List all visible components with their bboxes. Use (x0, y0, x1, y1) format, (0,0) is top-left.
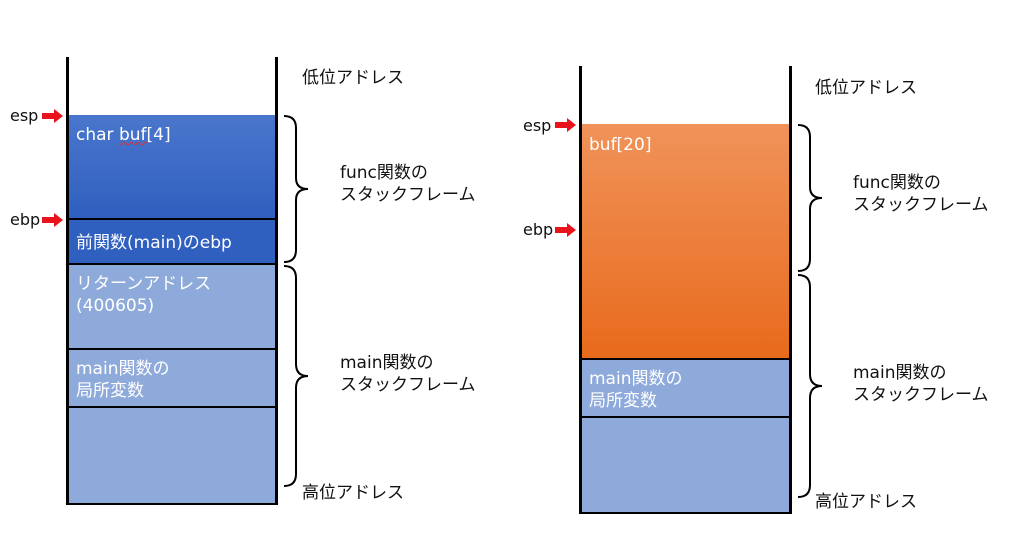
right-main-frame-label: main関数の スタックフレーム (853, 363, 989, 405)
left-ebp-label: ebp (10, 210, 41, 229)
right-wall-right (789, 66, 792, 514)
left-main-locals-block (68, 349, 276, 407)
left-separator-bottom (68, 406, 276, 408)
left-return-address-block (68, 264, 276, 349)
right-separator-main (581, 358, 790, 360)
left-ebp-arrow-shape (42, 213, 63, 227)
left-main-locals-label: main関数の 局所変数 (76, 359, 170, 401)
left-esp-arrow-icon (42, 109, 63, 123)
left-func-frame-brace-icon (283, 115, 309, 263)
right-main-frame-brace-icon (797, 274, 823, 498)
left-wall-left (66, 57, 69, 505)
right-low-address-label: 低位アドレス (815, 78, 917, 98)
left-return-address-label: リターンアドレス (400605) (76, 274, 212, 316)
left-main-frame-brace-icon (283, 265, 309, 487)
right-esp-label: esp (523, 116, 552, 135)
right-ebp-arrow-shape (555, 223, 576, 237)
right-separator-bottom (581, 416, 790, 418)
right-main-locals-block (581, 359, 790, 417)
left-saved-ebp-label: 前関数(main)のebp (76, 233, 232, 253)
left-func-frame-brace-path (283, 115, 309, 263)
left-buf-block (68, 115, 276, 219)
left-wall-right (275, 57, 278, 505)
left-high-address-label: 高位アドレス (302, 483, 404, 503)
left-buf-label: char buf[4] (76, 125, 171, 145)
right-ebp-arrow-icon (555, 223, 576, 237)
right-main-frame-brace-path (797, 274, 823, 498)
right-func-frame-label: func関数の スタックフレーム (853, 173, 989, 215)
right-main-locals-label: main関数の 局所変数 (589, 369, 683, 411)
right-bottom-line (579, 512, 792, 514)
left-saved-ebp-block (68, 219, 276, 264)
right-func-frame-brace-icon (797, 124, 823, 272)
right-bottom-block (581, 417, 790, 513)
right-esp-arrow-icon (555, 118, 576, 132)
left-esp-arrow-shape (42, 109, 63, 123)
left-separator-main (68, 348, 276, 350)
right-high-address-label: 高位アドレス (815, 492, 917, 512)
left-esp-label: esp (10, 106, 39, 125)
left-bottom-block (68, 407, 276, 505)
left-func-frame-label: func関数の スタックフレーム (340, 163, 476, 205)
right-esp-arrow-shape (555, 118, 576, 132)
left-main-frame-label: main関数の スタックフレーム (340, 353, 476, 395)
left-main-frame-brace-path (283, 265, 309, 487)
right-ebp-label: ebp (523, 220, 554, 239)
left-separator-ret (68, 263, 276, 265)
right-buf-label: buf[20] (589, 135, 652, 155)
right-buf-block (581, 124, 790, 359)
left-low-address-label: 低位アドレス (302, 68, 404, 88)
left-separator-ebp (68, 218, 276, 220)
right-wall-left (579, 66, 582, 514)
left-bottom-line (66, 503, 278, 505)
left-ebp-arrow-icon (42, 213, 63, 227)
right-func-frame-brace-path (797, 124, 823, 272)
